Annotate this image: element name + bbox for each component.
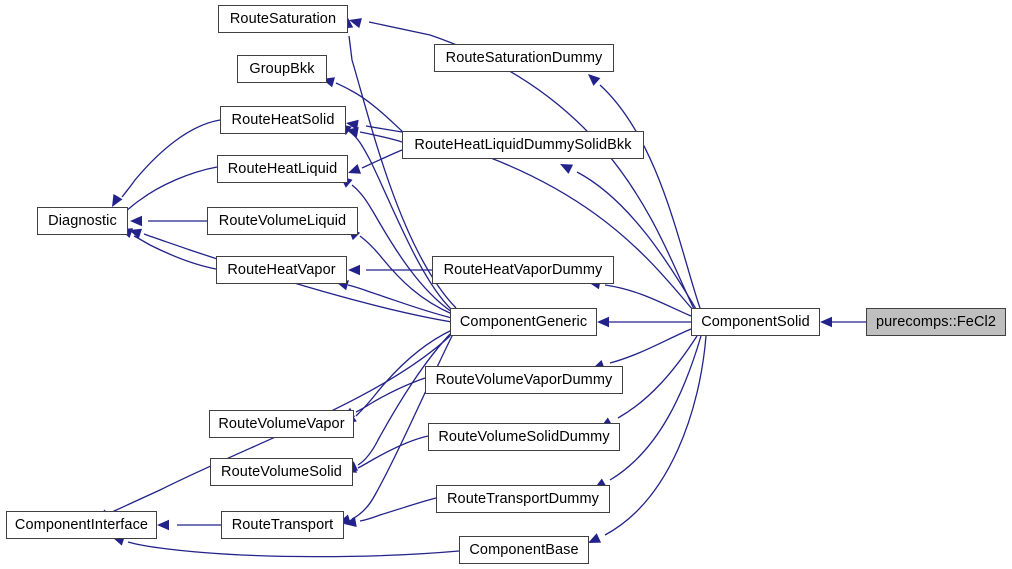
class-node-componentbase[interactable]: ComponentBase — [459, 536, 589, 564]
edge-solid-to-componentbase — [604, 335, 707, 536]
class-node-groupbkk[interactable]: GroupBkk — [237, 55, 327, 83]
class-node-label: ComponentSolid — [701, 314, 810, 330]
edge-generic-to-volumeliquid — [359, 235, 453, 315]
class-node-purecomps-fecl2[interactable]: purecomps::FeCl2 — [866, 308, 1006, 336]
edge-heatliquiddummy-to-heatsolid — [359, 131, 403, 143]
class-node-componentsolid[interactable]: ComponentSolid — [691, 308, 820, 336]
edge-solid-to-heatvapordummy — [604, 284, 692, 317]
class-node-label: RouteVolumeVaporDummy — [435, 372, 613, 388]
class-node-label: RouteHeatVapor — [227, 262, 336, 278]
arrowhead-generic-to-diagnostic-2 — [129, 228, 143, 239]
edge-generic-to-heatsolid — [349, 131, 453, 311]
class-node-label: RouteVolumeSolid — [221, 464, 342, 480]
class-node-routetransportdummy[interactable]: RouteTransportDummy — [436, 485, 610, 513]
class-node-routesaturation[interactable]: RouteSaturation — [218, 5, 348, 33]
arrowhead-solid-to-heatliquiddummy — [560, 164, 574, 174]
class-node-label: purecomps::FeCl2 — [875, 314, 997, 330]
edge-heatliquiddummy-to-heatliquid — [361, 149, 403, 169]
class-node-routeheatvapordummy[interactable]: RouteHeatVaporDummy — [432, 256, 614, 284]
edge-volumevapordummy-to-volumevapor — [355, 377, 426, 413]
arrowhead-heatliquiddummy-to-heatsolid — [346, 126, 359, 138]
edge-solid-to-volumesoliddummy — [617, 335, 698, 419]
edge-componentbase-to-interface — [127, 541, 460, 558]
class-node-label: RouteVolumeLiquid — [218, 213, 347, 229]
edge-generic-to-volumevapor — [355, 329, 453, 417]
class-node-label: RouteHeatVaporDummy — [443, 262, 603, 278]
edge-generic-to-heatvapor — [347, 284, 453, 319]
class-node-routeheatvapor[interactable]: RouteHeatVapor — [216, 256, 347, 284]
edge-generic-to-heatliquid — [351, 184, 453, 313]
edge-solid-to-saturationdummy — [599, 84, 701, 309]
class-node-label: RouteHeatLiquidDummySolidBkk — [414, 137, 632, 153]
class-node-routeheatliquid[interactable]: RouteHeatLiquid — [217, 155, 348, 183]
arrowhead-solid-to-componentbase — [588, 533, 602, 543]
arrowhead-solid-to-saturation — [349, 18, 362, 29]
arrowhead-fecl2-to-componentsolid — [820, 316, 832, 328]
class-node-label: RouteVolumeSolidDummy — [438, 429, 610, 445]
edge-heatsolid-to-diagnostic — [121, 119, 221, 198]
edge-solid-to-transportdummy — [609, 335, 702, 481]
class-node-routevolumesoliddummy[interactable]: RouteVolumeSolidDummy — [428, 423, 620, 451]
arrowhead-solid-to-generic — [597, 316, 609, 328]
arrowhead-solid-to-saturationdummy — [588, 74, 601, 86]
arrowhead-heatvapordummy-to-heatvapor — [348, 264, 360, 276]
class-node-routevolumeliquid[interactable]: RouteVolumeLiquid — [207, 207, 358, 235]
edge-generic-to-volumesolid — [357, 331, 453, 466]
class-node-label: Diagnostic — [48, 213, 117, 229]
class-node-componentinterface[interactable]: ComponentInterface — [6, 511, 157, 539]
edge-heatliquiddummy-to-groupbkk — [335, 82, 405, 134]
class-node-routetransport[interactable]: RouteTransport — [221, 511, 344, 539]
class-node-label: ComponentBase — [469, 542, 579, 558]
class-node-label: RouteVolumeVapor — [218, 416, 345, 432]
edge-heatvapor-to-diagnostic — [133, 235, 217, 270]
edge-solid-to-volumevapordummy — [609, 328, 692, 364]
class-node-routeheatliquiddummysolidbkk[interactable]: RouteHeatLiquidDummySolidBkk — [402, 131, 644, 159]
arrowhead-volumeliquid-to-diagnostic — [130, 215, 142, 227]
arrowhead-solid-to-heatsolid — [346, 119, 359, 131]
edge-generic-to-interface — [111, 335, 451, 513]
class-node-routevolumevapordummy[interactable]: RouteVolumeVaporDummy — [425, 366, 623, 394]
arrowhead-heatsolid-to-diagnostic — [112, 194, 123, 207]
edge-volumesoliddummy-to-volumesolid — [357, 435, 429, 469]
class-node-routeheatsolid[interactable]: RouteHeatSolid — [220, 106, 346, 134]
class-node-diagnostic[interactable]: Diagnostic — [37, 207, 128, 235]
class-node-routevolumesolid[interactable]: RouteVolumeSolid — [210, 458, 353, 486]
arrowhead-transportdummy-to-transport — [344, 516, 357, 528]
class-node-label: GroupBkk — [249, 61, 315, 77]
edge-transportdummy-to-transport — [359, 497, 437, 522]
arrowhead-heatliquiddummy-to-heatliquid — [348, 164, 362, 174]
class-node-label: ComponentGeneric — [459, 314, 588, 330]
class-node-label: RouteSaturation — [229, 11, 337, 27]
class-node-routesaturationdummy[interactable]: RouteSaturationDummy — [434, 44, 614, 72]
class-node-label: RouteTransport — [231, 517, 334, 533]
class-node-componentgeneric[interactable]: ComponentGeneric — [450, 308, 597, 336]
edge-solid-to-heatliquiddummy — [576, 171, 697, 310]
class-node-routevolumevapor[interactable]: RouteVolumeVapor — [209, 410, 354, 438]
edge-heatliquid-to-diagnostic — [125, 166, 218, 212]
class-node-label: RouteHeatLiquid — [227, 161, 338, 177]
class-node-label: RouteTransportDummy — [446, 491, 600, 507]
class-node-label: ComponentInterface — [14, 517, 149, 533]
arrowhead-transport-to-interface — [157, 519, 169, 531]
class-node-label: RouteHeatSolid — [231, 112, 335, 128]
class-node-label: RouteSaturationDummy — [445, 50, 603, 66]
